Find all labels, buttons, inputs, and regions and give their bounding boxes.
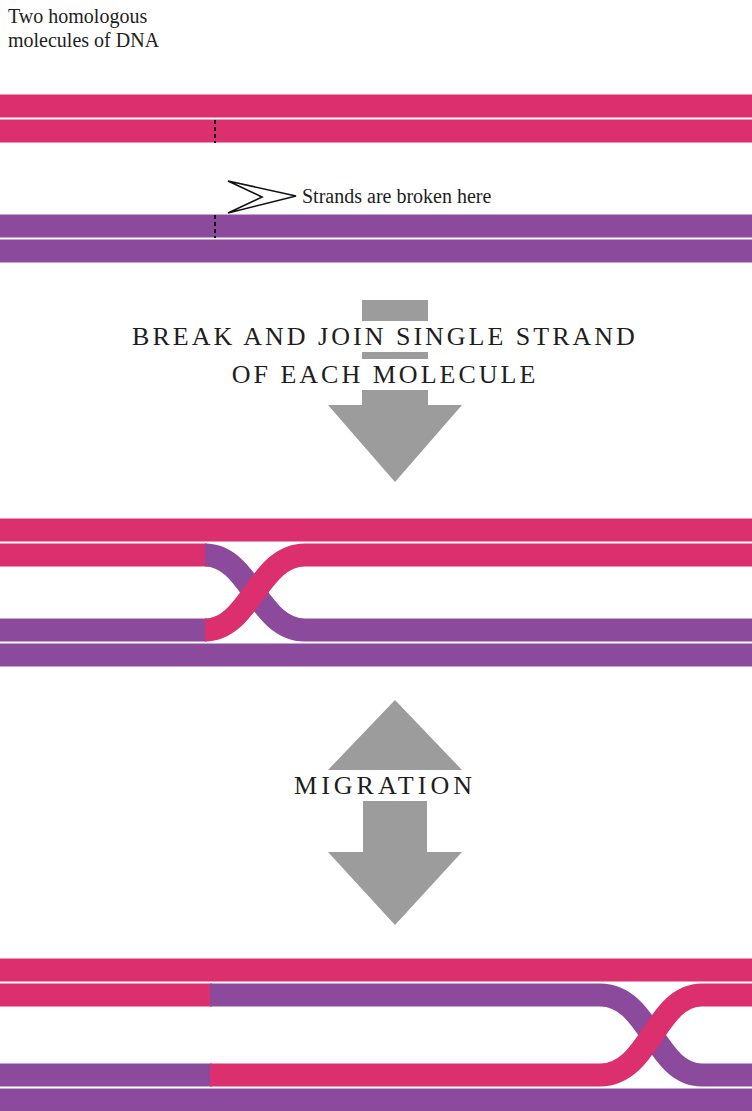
step-label: BREAK AND JOIN SINGLE STRAND OF EACH MOL… xyxy=(120,318,650,394)
callout-arrow xyxy=(228,181,296,213)
pink-strand xyxy=(0,519,752,542)
migration-arrow xyxy=(328,700,462,925)
dna-strands xyxy=(0,106,752,1100)
label-patch: MIGRATION xyxy=(290,770,480,801)
pink-strand xyxy=(0,959,752,982)
purple-strand xyxy=(0,240,752,263)
purple-strand xyxy=(0,215,752,238)
step-label: MIGRATION xyxy=(255,770,515,802)
callout-text: Strands are broken here xyxy=(302,183,491,209)
purple-crossing-strand xyxy=(210,995,752,1075)
pink-strand xyxy=(0,95,752,118)
pink-strand xyxy=(0,120,752,143)
break-mark xyxy=(214,215,216,238)
purple-crossing-strand xyxy=(205,555,752,630)
purple-strand xyxy=(0,644,752,667)
purple-strand xyxy=(0,619,207,642)
break-mark xyxy=(214,120,216,143)
pink-strand xyxy=(0,544,207,567)
pink-crossing-strand xyxy=(205,555,752,630)
pink-crossing-strand xyxy=(210,995,752,1075)
label-patch: BREAK AND JOIN SINGLE STRAND OF EACH MOL… xyxy=(128,321,642,390)
purple-strand xyxy=(0,1089,752,1111)
purple-strand xyxy=(0,1064,212,1087)
pink-strand xyxy=(0,984,212,1007)
figure-heading: Two homologous molecules of DNA xyxy=(8,4,186,52)
